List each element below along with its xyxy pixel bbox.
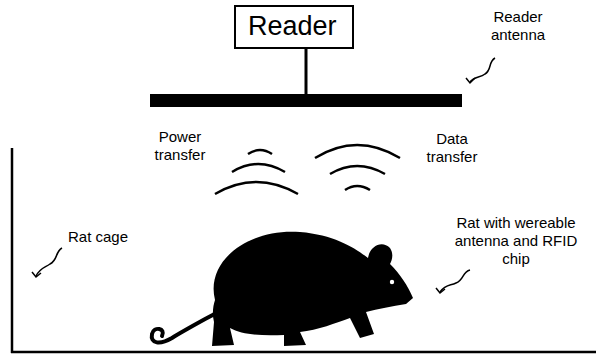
cage-label: Rat cage xyxy=(53,228,143,246)
power-waves xyxy=(215,150,298,194)
power-label: Power transfer xyxy=(140,128,220,164)
rat-cage xyxy=(11,148,596,353)
rat-silhouette xyxy=(152,232,413,346)
reader-antenna-bar xyxy=(150,94,462,107)
node-text: Reader xyxy=(248,11,340,41)
antenna-label: Reader antenna xyxy=(478,8,558,44)
reader-box: Reader xyxy=(234,5,354,49)
data-label: Data transfer xyxy=(412,130,492,166)
rat-label: Rat with wereable antenna and RFID chip xyxy=(451,214,581,268)
data-waves xyxy=(315,145,400,190)
antenna-stem xyxy=(305,46,308,95)
